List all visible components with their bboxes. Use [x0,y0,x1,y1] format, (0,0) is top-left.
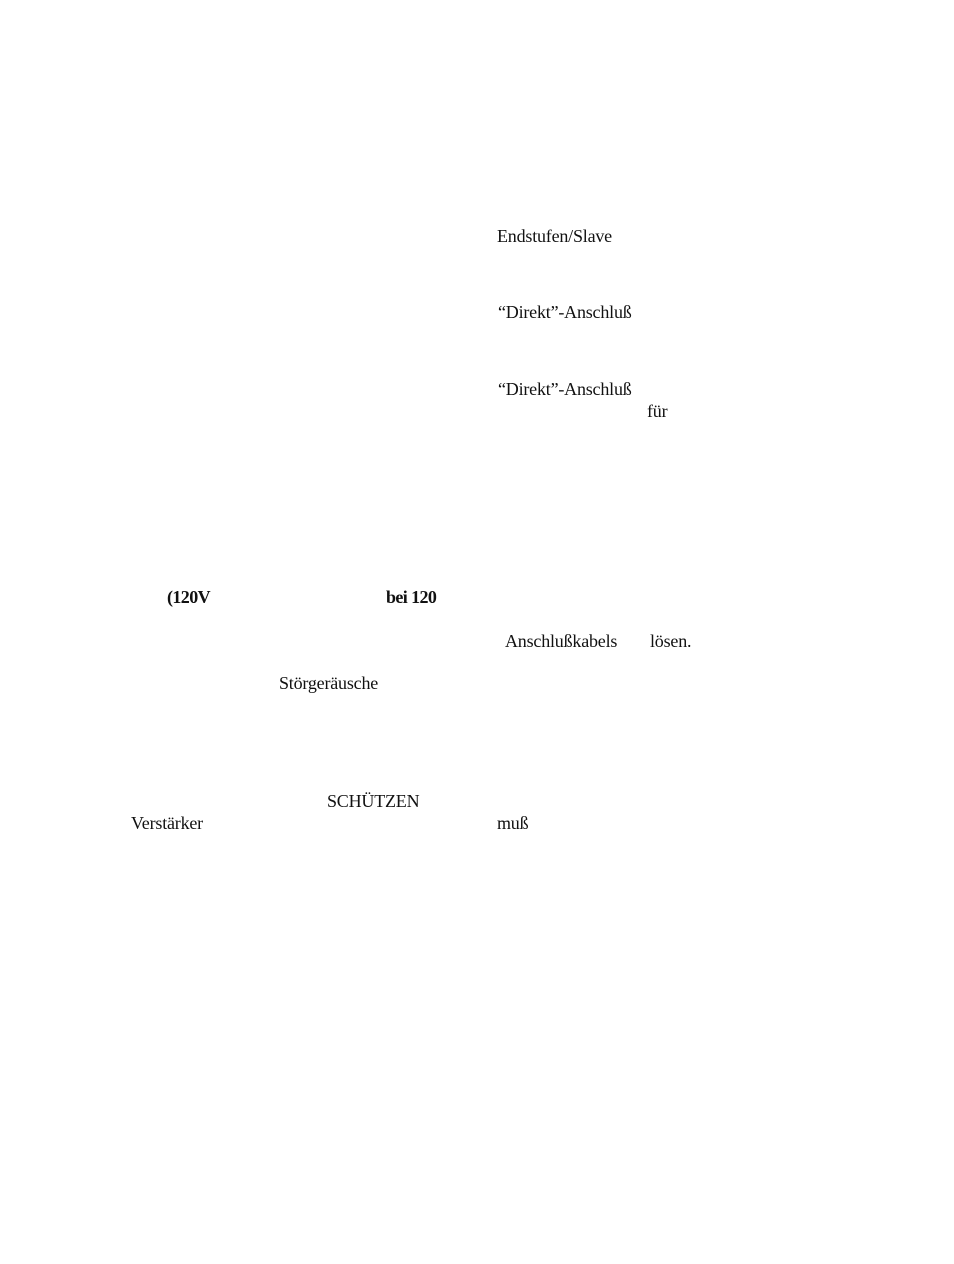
text-bei-120: bei 120 [386,587,437,607]
text-anschlusskabels: Anschlußkabels [505,631,618,651]
text-schuetzen: SCHÜTZEN [327,791,420,811]
text-muss: muß [497,813,529,833]
text-fuer: für [647,401,668,421]
text-loesen: lösen. [650,631,692,651]
text-verstaerker: Verstärker [131,813,203,833]
text-120v: (120V [167,587,211,607]
text-endstufen-slave: Endstufen/Slave [497,226,612,246]
text-direkt-anschluss-2: “Direkt”-Anschluß [498,379,632,399]
text-direkt-anschluss-1: “Direkt”-Anschluß [498,302,632,322]
text-stoergeraeusche: Störgeräusche [279,673,379,693]
